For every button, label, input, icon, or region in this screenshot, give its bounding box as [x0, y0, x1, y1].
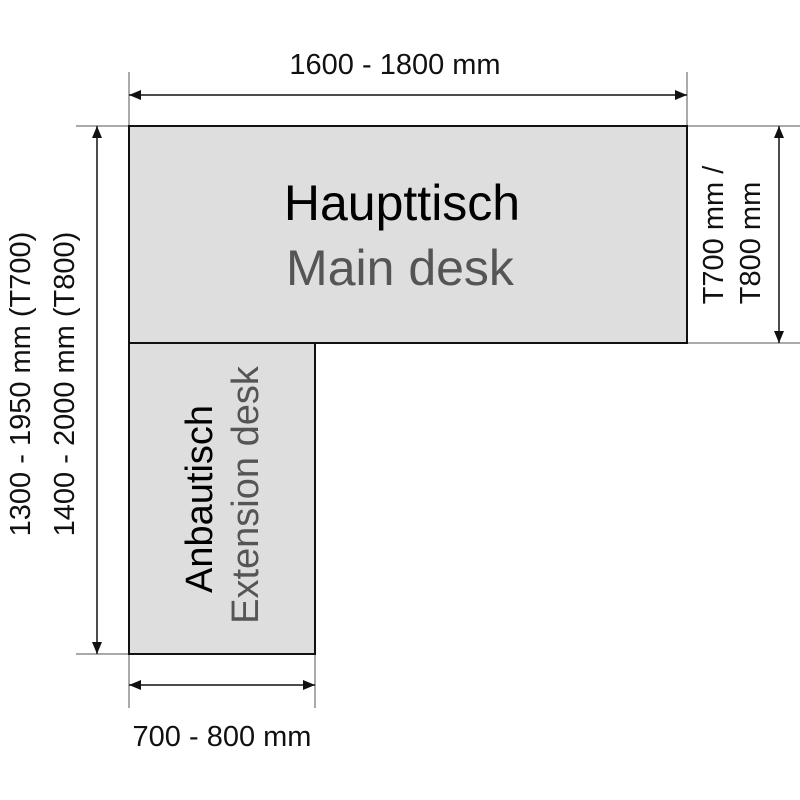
dimension-label-extension-width: 700 - 800 mm: [133, 721, 312, 753]
extension-desk-label-en: Extension desk: [225, 365, 267, 624]
main-desk: [128, 125, 688, 344]
extension-desk-label-de: Anbautisch: [179, 405, 221, 593]
dimension-label-main-depth-line1: T700 mm /: [698, 165, 730, 305]
main-desk-label-en: Main desk: [286, 240, 515, 296]
extension-desk: [128, 342, 316, 655]
dimension-label-total-depth-line1: 1300 - 1950 mm (T700): [5, 232, 37, 537]
main-desk-label-de: Haupttisch: [284, 175, 520, 231]
dimension-label-total-depth-line2: 1400 - 2000 mm (T800): [49, 232, 81, 537]
dimension-label-main-width: 1600 - 1800 mm: [289, 49, 500, 81]
dimension-label-main-depth-line2: T800 mm: [735, 182, 767, 304]
